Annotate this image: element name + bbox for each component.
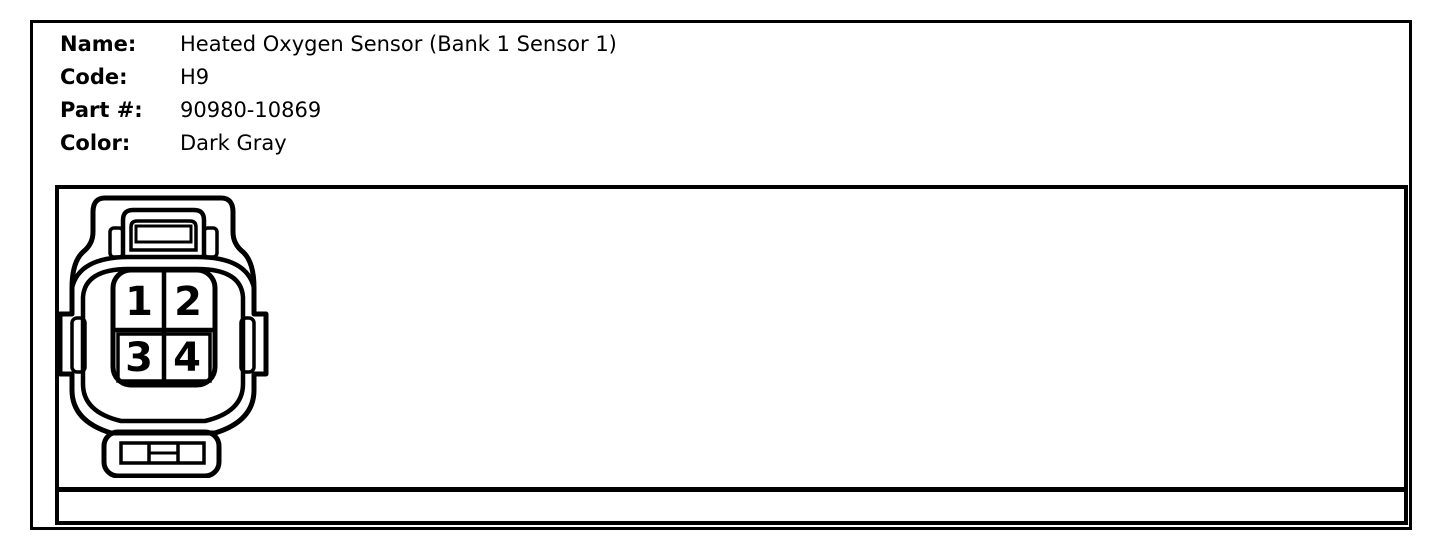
connector-diagram-panel: 1 2 3 4 (55, 185, 1408, 525)
pin-grid-frame (110, 267, 218, 388)
ear-slot-left (70, 316, 87, 374)
wire-seal-bar-frame (119, 441, 206, 465)
field-label-name: Name: (60, 32, 137, 56)
connector-front-view-drawing: 1 2 3 4 (57, 195, 269, 478)
field-row-code: Code: H9 (60, 61, 617, 94)
pin-grid: 1 2 3 4 (110, 267, 218, 388)
field-row-name: Name: Heated Oxygen Sensor (Bank 1 Sensor… (60, 28, 617, 61)
field-value-name: Heated Oxygen Sensor (Bank 1 Sensor 1) (180, 32, 617, 56)
pin-row2-inset-frame (116, 332, 212, 383)
ear-slot-right (239, 316, 256, 374)
pin-number-2: 2 (174, 279, 202, 325)
wire-seal-bar (119, 441, 206, 465)
latch-outer-frame (120, 207, 207, 255)
wire-seal-cap (101, 429, 222, 478)
latch-mid-frame (129, 219, 198, 252)
connector-header: Name: Heated Oxygen Sensor (Bank 1 Sensor… (60, 28, 617, 160)
empty-pin-info-row (59, 492, 1404, 521)
connector-card: Name: Heated Oxygen Sensor (Bank 1 Sensor… (30, 20, 1412, 530)
body-shoulder-line (69, 254, 257, 291)
field-row-part-number: Part #: 90980-10869 (60, 94, 617, 127)
field-value-part-number: 90980-10869 (180, 98, 322, 122)
pin-number-4: 4 (173, 335, 201, 381)
body-inner-line (80, 266, 246, 424)
field-label-code: Code: (60, 65, 128, 89)
pin-number-1: 1 (125, 279, 153, 325)
latch-inner-window (134, 224, 193, 244)
field-row-color: Color: Dark Gray (60, 127, 617, 160)
field-value-code: H9 (180, 65, 210, 89)
latch-side-tab-right (202, 226, 219, 259)
field-label-color: Color: (60, 131, 131, 155)
pin-table-separator-line (59, 487, 1404, 492)
latch-side-tab-left (108, 226, 125, 259)
pin-number-3: 3 (125, 335, 153, 381)
field-label-part-number: Part #: (60, 98, 143, 122)
field-value-color: Dark Gray (180, 131, 287, 155)
